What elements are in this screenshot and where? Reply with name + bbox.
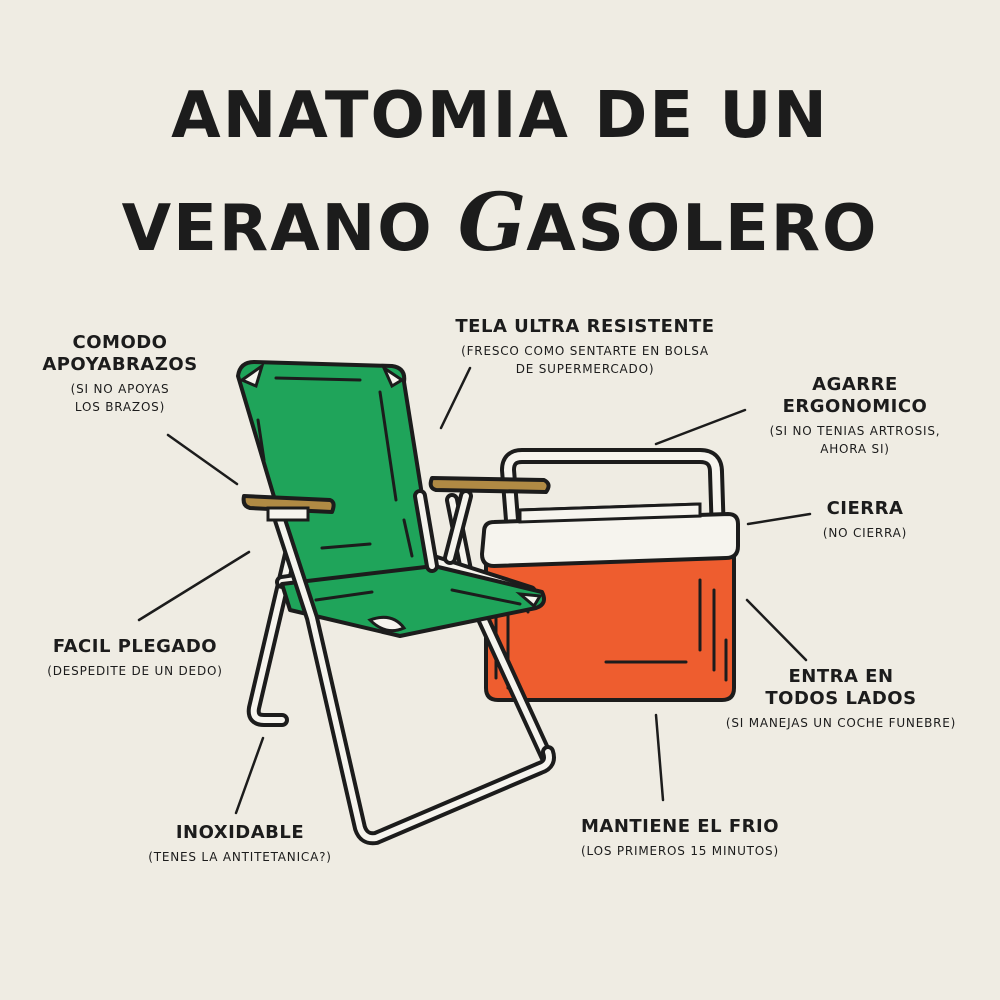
annotation-fits: ENTRA EN TODOS LADOS (SI MANEJAS UN COCH… — [706, 666, 976, 732]
annotation-stainless-note: (TENES LA ANTITETANICA?) — [148, 850, 332, 864]
annotation-fold-note: (DESPEDITE DE UN DEDO) — [47, 664, 223, 678]
title-line-2-suffix: ASOLERO — [526, 192, 879, 266]
annotation-armrest-heading: COMODO APOYABRAZOS — [42, 332, 198, 375]
cooler-body — [484, 550, 736, 702]
annotation-lid: CIERRA (NO CIERRA) — [795, 498, 935, 542]
leader-line-armrest — [166, 433, 239, 486]
annotation-armrest: COMODO APOYABRAZOS (SI NO APOYAS LOS BRA… — [20, 332, 220, 416]
annotation-cold: MANTIENE EL FRIO (LOS PRIMEROS 15 MINUTO… — [555, 816, 805, 860]
leader-line-stainless — [234, 736, 265, 815]
annotation-fabric-heading: TELA ULTRA RESISTENTE — [455, 316, 715, 337]
annotation-cold-heading: MANTIENE EL FRIO — [581, 816, 779, 837]
annotation-lid-heading: CIERRA — [826, 498, 904, 519]
cooler-icon — [480, 448, 740, 702]
annotation-fold: FACIL PLEGADO (DESPEDITE DE UN DEDO) — [20, 636, 250, 680]
annotation-handle: AGARRE ERGONOMICO (SI NO TENIAS ARTROSIS… — [735, 374, 975, 458]
annotation-stainless-heading: INOXIDABLE — [175, 822, 305, 843]
title-line-2-prefix: VERANO — [121, 192, 458, 266]
chair-icon — [236, 360, 556, 846]
annotation-fold-heading: FACIL PLEGADO — [52, 636, 218, 657]
annotation-fits-note: (SI MANEJAS UN COCHE FUNEBRE) — [725, 716, 957, 730]
title-line-2: VERANO GASOLERO — [0, 182, 1000, 262]
chair-backrest-fabric — [236, 360, 436, 586]
title-line-1: ANATOMIA DE UN — [171, 79, 829, 153]
leader-line-fits — [745, 598, 808, 662]
annotation-fabric-note: (FRESCO COMO SENTARTE EN BOLSA DE SUPERM… — [461, 344, 709, 376]
leader-line-cold — [654, 713, 665, 802]
annotation-armrest-note: (SI NO APOYAS LOS BRAZOS) — [70, 382, 170, 414]
annotation-cold-note: (LOS PRIMEROS 15 MINUTOS) — [581, 844, 779, 858]
cooler-lid — [480, 512, 740, 568]
annotation-stainless: INOXIDABLE (TENES LA ANTITETANICA?) — [130, 822, 350, 866]
leader-line-handle — [654, 408, 747, 446]
leader-line-fabric — [439, 366, 472, 430]
title-script-letter: G — [457, 175, 527, 269]
chair-left-armrest — [241, 494, 336, 514]
chair-right-armrest — [428, 476, 551, 494]
chair-seat-fabric — [280, 564, 546, 638]
annotation-fabric: TELA ULTRA RESISTENTE (FRESCO COMO SENTA… — [420, 316, 750, 378]
leader-line-lid — [746, 512, 812, 526]
annotation-handle-note: (SI NO TENIAS ARTROSIS, AHORA SI) — [769, 424, 941, 456]
annotation-fits-heading: ENTRA EN TODOS LADOS — [765, 666, 917, 709]
annotation-handle-heading: AGARRE ERGONOMICO — [782, 374, 928, 417]
leader-line-fold — [137, 550, 251, 622]
annotation-lid-note: (NO CIERRA) — [822, 526, 908, 540]
